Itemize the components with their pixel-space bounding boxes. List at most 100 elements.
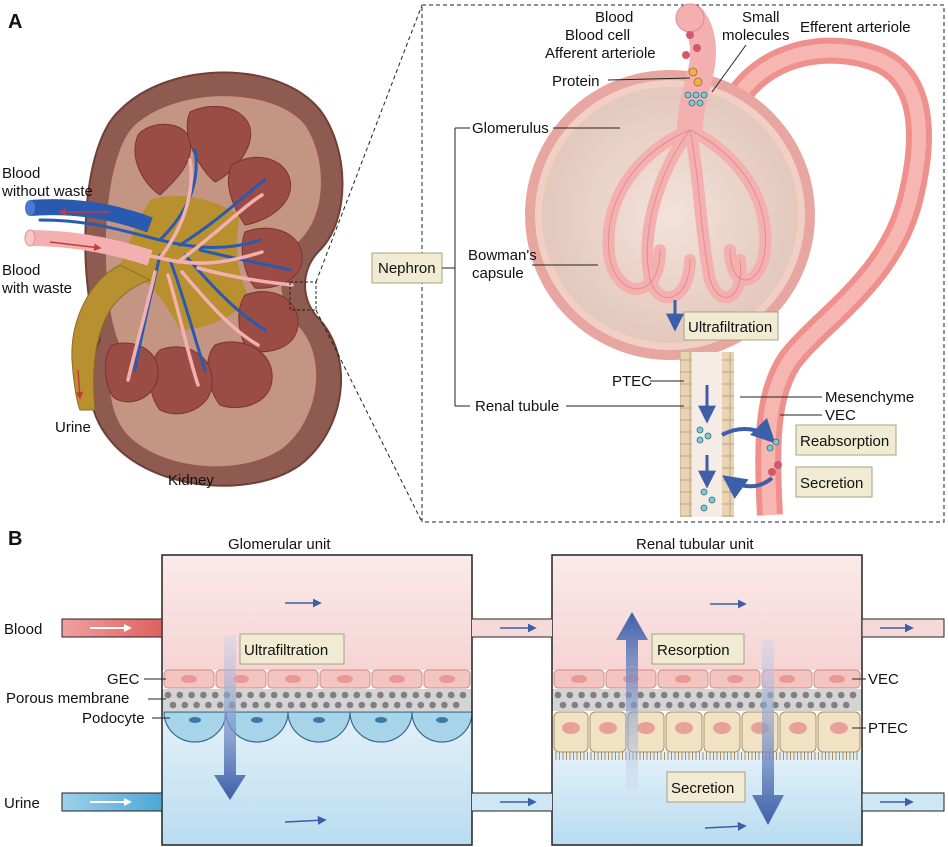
membrane-pore	[743, 691, 751, 699]
membrane-pore	[814, 691, 821, 699]
membrane-pore	[807, 701, 815, 709]
membrane-pore	[748, 701, 756, 709]
membrane-pore	[665, 701, 673, 709]
membrane-pore	[400, 691, 408, 699]
ultrafiltration-box-a	[683, 311, 779, 341]
small-molecules-leader	[711, 44, 747, 93]
afferent-arteriole	[677, 5, 716, 131]
efferent-arteriole-lumen	[723, 43, 926, 516]
urine-label: Urine	[55, 419, 91, 436]
membrane-pore	[412, 691, 420, 699]
mesenchyme-label: Mesenchyme	[825, 389, 914, 406]
secretion-arrow-b	[752, 640, 784, 825]
membrane-pore	[436, 691, 443, 699]
membrane-pore	[259, 691, 266, 699]
membrane-pore	[795, 701, 803, 709]
membrane-pore	[724, 701, 732, 709]
membrane-pore	[382, 701, 389, 709]
afferent-opening	[675, 3, 705, 33]
membrane-pore	[684, 691, 692, 699]
membrane-pore	[169, 701, 177, 709]
panel-a-letter: A	[8, 11, 22, 33]
membrane-pore	[654, 701, 661, 709]
porous-membrane-label: Porous membrane	[6, 690, 129, 707]
tubular-unit-frame	[551, 554, 863, 846]
resorption-arrow	[616, 612, 648, 790]
afferent-arteriole-label: Afferent arteriole	[545, 45, 656, 62]
membrane-pore	[736, 701, 744, 709]
membrane-pore	[452, 701, 460, 709]
membrane-pore	[701, 701, 708, 709]
membrane-pore	[341, 691, 349, 699]
flow-arrow	[49, 241, 102, 252]
membrane-pore	[826, 691, 833, 699]
membrane-pore	[388, 691, 396, 699]
membrane-pore	[649, 691, 656, 699]
membrane-pore	[677, 701, 685, 709]
gec-label: GEC	[107, 671, 140, 688]
membrane-pore	[559, 701, 567, 709]
membrane-pore	[181, 701, 189, 709]
membrane-pore	[783, 701, 791, 709]
protein-label: Protein	[552, 73, 600, 90]
panel-b-letter: B	[8, 528, 22, 550]
membrane-pore	[713, 701, 720, 709]
urine-flow-arrow	[284, 815, 327, 825]
membrane-pore	[417, 701, 425, 709]
renal-tubule-label: Renal tubule	[475, 398, 559, 415]
membrane-pore	[708, 691, 715, 699]
membrane-pore	[719, 691, 727, 699]
urine-label-b: Urine	[4, 795, 40, 812]
membrane-pore	[365, 691, 372, 699]
ptec-label-b: PTEC	[868, 720, 908, 737]
glomerular-unit-frame	[161, 554, 473, 846]
flow-arrow	[75, 369, 84, 400]
renal-artery	[29, 230, 153, 266]
membrane-pore	[731, 691, 739, 699]
membrane-pore	[595, 701, 602, 709]
membrane-pore	[323, 701, 330, 709]
small-molecules-label-2: molecules	[722, 27, 790, 44]
reabsorption-label: Reabsorption	[800, 433, 889, 450]
ultrafiltration-label-a: Ultrafiltration	[688, 319, 772, 336]
membrane-pore	[370, 701, 377, 709]
renal-vein	[29, 199, 153, 233]
zoom-region	[289, 281, 317, 311]
membrane-pore	[424, 691, 431, 699]
membrane-pore	[252, 701, 259, 709]
membrane-pore	[299, 701, 307, 709]
nephron-label: Nephron	[378, 260, 436, 277]
blood-with-waste-label-2: with waste	[1, 280, 72, 297]
membrane-pore	[642, 701, 649, 709]
membrane-pore	[554, 691, 562, 699]
membrane-pore	[790, 691, 798, 699]
membrane-pore	[571, 701, 579, 709]
membrane-pore	[441, 701, 448, 709]
membrane-pore	[583, 701, 590, 709]
membrane-pore	[188, 691, 195, 699]
membrane-pore	[590, 691, 597, 699]
blood-without-waste-label-2: without waste	[1, 183, 93, 200]
membrane-pore	[200, 691, 207, 699]
renal-artery-opening	[24, 229, 36, 247]
membrane-pore	[275, 701, 283, 709]
membrane-pore	[247, 691, 254, 699]
membrane-pore	[802, 691, 810, 699]
urine-flow-arrow	[704, 821, 747, 831]
efferent-arteriole-label: Efferent arteriole	[800, 19, 911, 36]
zoom-line-bottom	[315, 309, 423, 523]
glomerular-unit	[161, 554, 473, 846]
ptec-wall-left	[680, 352, 692, 517]
kidney-label: Kidney	[168, 472, 214, 489]
glomerular-unit-title: Glomerular unit	[228, 536, 331, 553]
renal-pyramid	[238, 291, 299, 353]
membrane-pore	[447, 691, 455, 699]
membrane-pore	[358, 701, 366, 709]
renal-pyramid	[105, 342, 159, 403]
membrane-pore	[164, 691, 172, 699]
bowmans-capsule-label-2: capsule	[472, 265, 524, 282]
podocyte-label: Podocyte	[82, 710, 145, 727]
secretion-arrow	[722, 475, 774, 499]
glomerulus-label: Glomerulus	[472, 120, 549, 137]
membrane-pore	[778, 691, 786, 699]
